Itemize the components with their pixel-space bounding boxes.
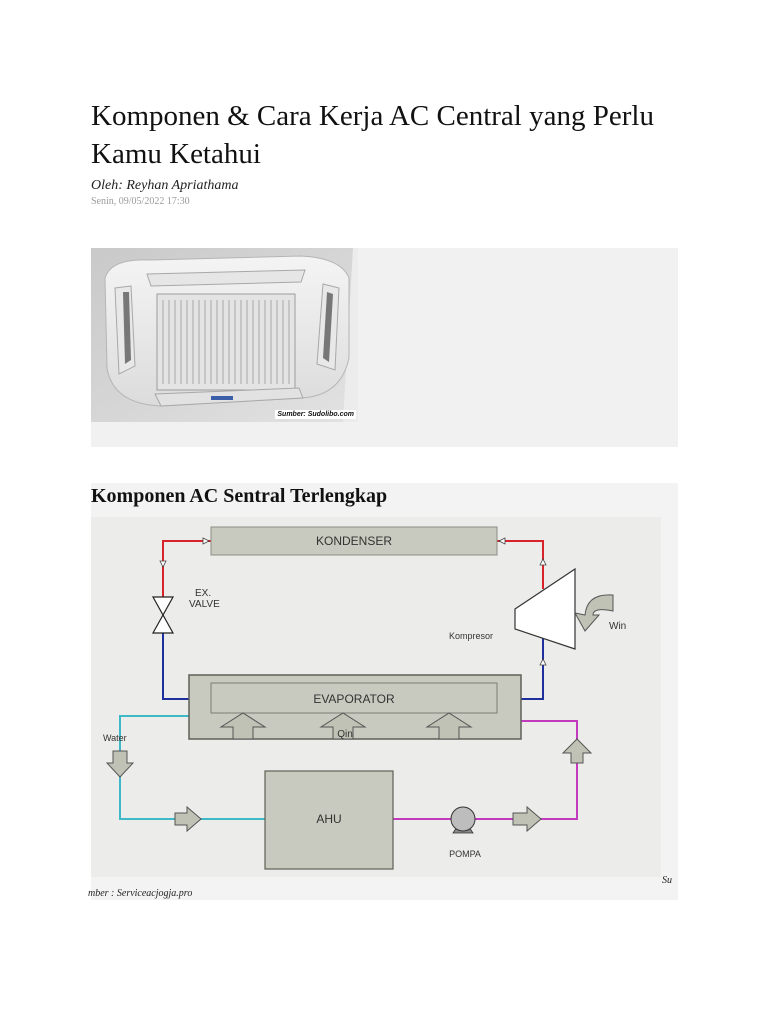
ahu-label: AHU	[316, 812, 341, 826]
right-arrow-icon	[175, 807, 201, 831]
heat-input-label: Qin	[337, 729, 353, 740]
ex-valve-label-line2: VALVE	[189, 599, 220, 610]
water-label: Water	[103, 733, 127, 743]
up-arrow-icon	[563, 739, 591, 763]
ac-cassette-photo-panel: Sumber: Sudolibo.com	[91, 248, 678, 447]
right-arrow-icon	[513, 807, 541, 831]
compressor-icon	[515, 569, 575, 649]
ac-cassette-illustration	[91, 248, 358, 422]
article-title: Komponen & Cara Kerja AC Central yang Pe…	[91, 97, 691, 173]
condenser-label: KONDENSER	[316, 534, 392, 548]
article-date: Senin, 09/05/2022 17:30	[91, 196, 190, 207]
ac-system-diagram: KONDENSER EX. VALVE Kompresor Win EVAPOR…	[91, 517, 661, 877]
article-author: Oleh: Reyhan Apriathama	[91, 178, 239, 194]
pump-label: POMPA	[449, 849, 481, 859]
ex-valve-label-line1: EX.	[195, 588, 211, 599]
photo-credit: Sumber: Sudolibo.com	[275, 410, 356, 419]
ac-components-panel: Komponen AC Sentral Terlengkap KONDE	[91, 483, 678, 900]
pump-icon	[451, 807, 475, 833]
pipe-compressor-to-condenser	[497, 541, 543, 589]
expansion-valve-icon	[153, 597, 173, 633]
ac-cassette-photo: Sumber: Sudolibo.com	[91, 248, 358, 422]
work-input-label: Win	[609, 621, 626, 632]
compressor-label: Kompresor	[449, 631, 493, 641]
diagram-credit-fragment: Su	[662, 875, 672, 886]
down-arrow-icon	[107, 751, 133, 777]
section-heading: Komponen AC Sentral Terlengkap	[91, 485, 387, 508]
work-input-arrow-icon	[575, 595, 613, 631]
evaporator-label: EVAPORATOR	[313, 692, 395, 706]
diagram-credit: mber : Serviceacjogja.pro	[88, 888, 192, 899]
